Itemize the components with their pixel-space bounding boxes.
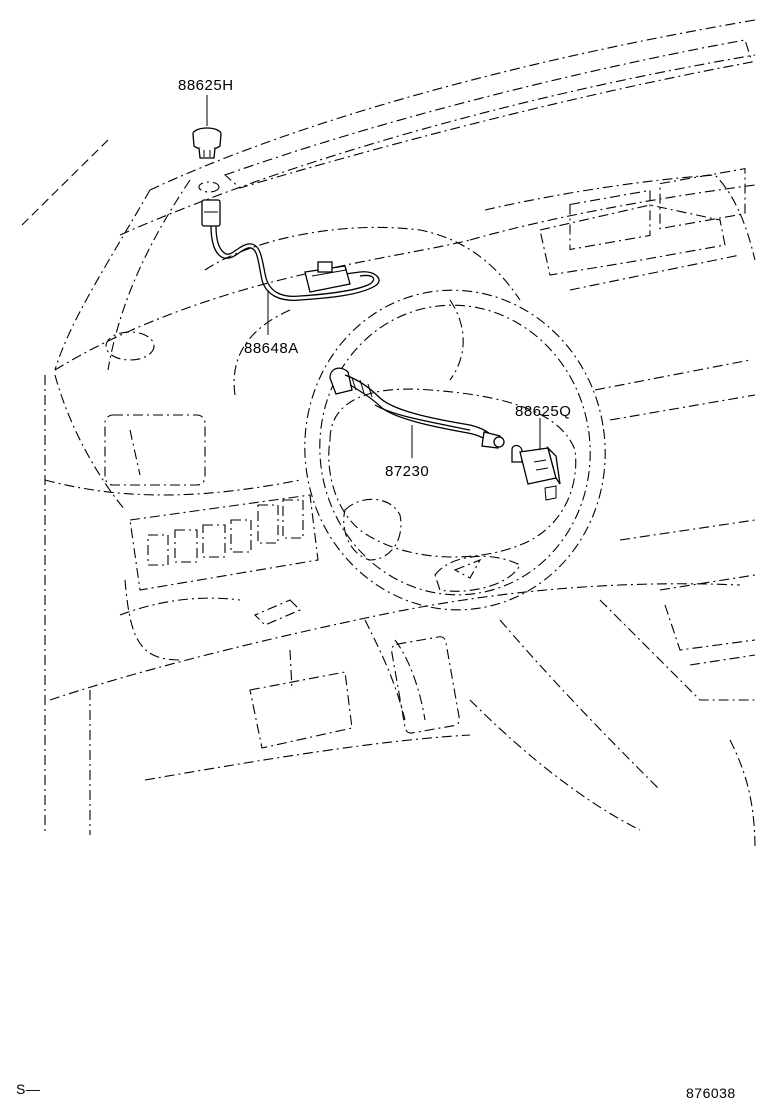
label-88648A: 88648A [244,340,299,357]
figure-number: 876038 [686,1085,736,1101]
dashboard-outline [21,19,756,851]
part-88625H-clip [192,127,222,193]
label-87230: 87230 [385,463,429,480]
label-88625Q: 88625Q [515,403,571,420]
part-88648A-sensor-harness [201,199,380,301]
leader-lines [206,95,541,458]
part-88625Q-switch [511,444,561,501]
label-88625H: 88625H [178,77,234,94]
steering-wheel [304,289,606,611]
part-87230-harness [329,367,505,449]
footer-left-code: S— [16,1081,40,1097]
